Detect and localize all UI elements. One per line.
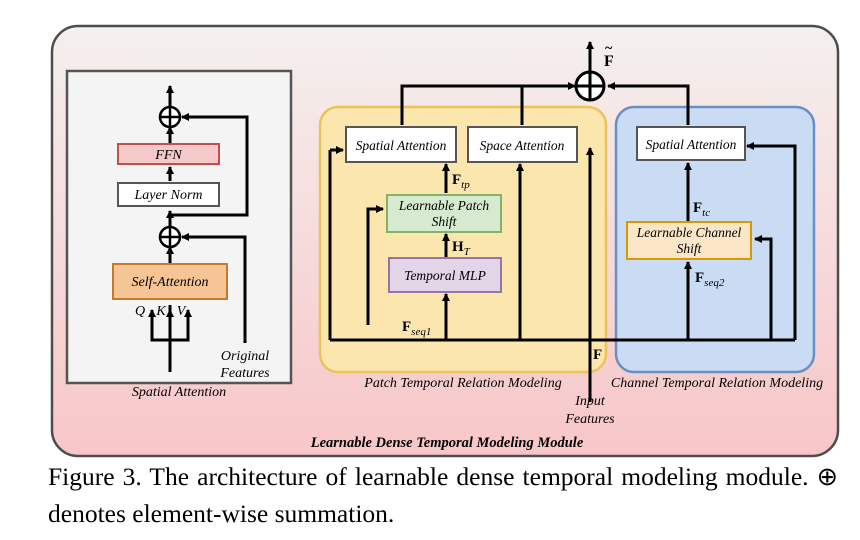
ffn-box (117, 143, 220, 165)
output-f-label: F (604, 53, 614, 70)
original-features-line2: Features (219, 366, 270, 381)
input-features-line1: Input (574, 394, 606, 409)
h-t-label: HT (452, 239, 471, 258)
f-tp-label: Ftp (452, 172, 470, 191)
caption-text: Figure 3. The architecture of learnable … (48, 462, 845, 528)
module-title: Learnable Dense Temporal Modeling Module (310, 435, 584, 451)
self-attention-label: Self-Attention (132, 275, 209, 290)
patch-temporal-panel (318, 105, 608, 374)
space-attention-label: Space Attention (480, 138, 565, 153)
f-tc-label: Ftc (693, 200, 710, 219)
channel-panel-label: Channel Temporal Relation Modeling (611, 376, 823, 391)
input-features-line2: Features (564, 412, 615, 427)
output-f-accent: ~ (605, 41, 613, 56)
learnable-channel-shift-box (626, 221, 752, 260)
original-features-line1: Original (221, 349, 269, 364)
learnable-patch-shift-line1: Learnable Patch (398, 198, 490, 213)
learnable-channel-shift-line2: Shift (677, 241, 703, 256)
channel-spatial-attention-box (636, 126, 746, 161)
patch-spatial-attention-box (345, 126, 457, 163)
right-panel-connectors (328, 41, 797, 402)
learnable-patch-shift-line2: Shift (432, 214, 458, 229)
output-sum-node (574, 70, 606, 102)
sum-node-upper (158, 105, 182, 129)
patch-panel-label: Patch Temporal Relation Modeling (363, 376, 561, 391)
left-panel-connectors (148, 85, 249, 372)
f-seq1-label: Fseq1 (402, 319, 431, 338)
left-panel-label: Spatial Attention (132, 385, 226, 400)
v-label: V (177, 304, 187, 319)
space-attention-box (467, 126, 578, 163)
figure-caption: Figure 3. The architecture of learnable … (48, 458, 838, 532)
channel-spatial-attention-label: Spatial Attention (646, 137, 737, 152)
sum-node-lower (158, 225, 182, 249)
self-attention-box (112, 263, 228, 300)
layer-norm-label: Layer Norm (133, 188, 202, 203)
architecture-diagram: FFN Layer Norm Self-Attention Q K V Orig… (50, 24, 840, 458)
learnable-patch-shift-box (386, 194, 502, 233)
q-label: Q (135, 304, 145, 319)
ffn-label: FFN (154, 148, 182, 163)
patch-spatial-attention-label: Spatial Attention (356, 138, 447, 153)
k-label: K (155, 304, 166, 319)
learnable-channel-shift-line1: Learnable Channel (636, 225, 742, 240)
input-f-label: F (593, 347, 602, 363)
layer-norm-box (117, 182, 220, 207)
temporal-mlp-box (388, 257, 502, 293)
temporal-mlp-label: Temporal MLP (404, 268, 486, 283)
f-seq2-label: Fseq2 (695, 270, 725, 289)
